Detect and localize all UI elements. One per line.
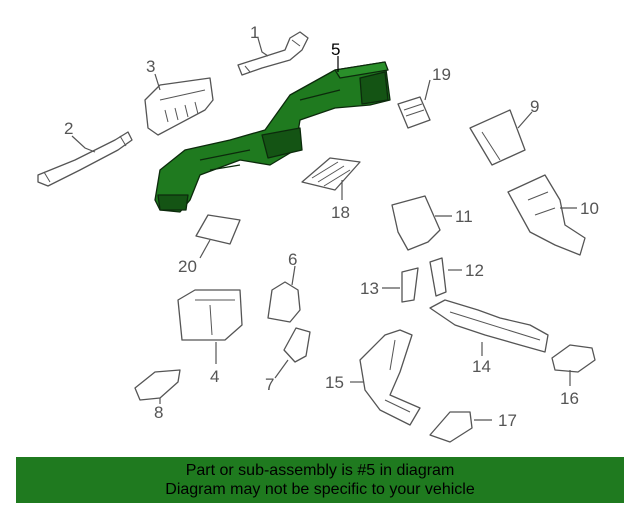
parts-diagram: 1 3 2 5 19 9 18 10 11 20 6 12 13 4 7 14 …	[37, 23, 599, 443]
part-4-housing[interactable]	[177, 289, 243, 341]
info-banner: Part or sub-assembly is #5 in diagram Di…	[16, 457, 624, 503]
callout-10: 10	[580, 199, 599, 218]
callout-12: 12	[465, 261, 484, 280]
part-6-connector[interactable]	[267, 281, 301, 323]
part-5-main-duct[interactable]	[154, 61, 391, 213]
part-8-bracket[interactable]	[134, 369, 181, 401]
callout-19: 19	[432, 65, 451, 84]
banner-line-1: Part or sub-assembly is #5 in diagram	[185, 462, 455, 479]
part-13-duct[interactable]	[401, 267, 419, 303]
callout-11: 11	[455, 207, 473, 226]
callout-9: 9	[530, 97, 539, 116]
callout-5: 5	[331, 40, 340, 59]
part-7-elbow[interactable]	[283, 327, 311, 363]
leader-lines	[71, 37, 577, 421]
callout-4: 4	[210, 367, 219, 386]
callout-8: 8	[154, 403, 163, 422]
callout-7: 7	[265, 375, 274, 394]
part-9-panel[interactable]	[469, 109, 526, 166]
callout-17: 17	[498, 411, 517, 430]
callout-6: 6	[288, 250, 297, 269]
part-20-pad[interactable]	[195, 214, 241, 245]
callout-labels: 1 3 2 5 19 9 18 10 11 20 6 12 13 4 7 14 …	[64, 23, 599, 430]
part-17-outlet[interactable]	[429, 411, 473, 443]
part-15-floor-duct[interactable]	[359, 329, 421, 426]
callout-16: 16	[560, 389, 579, 408]
callout-2: 2	[64, 119, 73, 138]
banner-line-2: Diagram may not be specific to your vehi…	[165, 481, 475, 498]
part-2-side-duct[interactable]	[37, 131, 133, 187]
callout-14: 14	[472, 357, 491, 376]
part-12-duct[interactable]	[429, 257, 447, 297]
part-10-duct-assembly[interactable]	[507, 174, 586, 256]
part-3-duct-housing[interactable]	[144, 77, 214, 136]
part-18-grille[interactable]	[301, 157, 361, 191]
part-19-vent[interactable]	[397, 96, 431, 129]
callout-15: 15	[325, 373, 344, 392]
part-11-duct[interactable]	[391, 195, 441, 251]
callout-1: 1	[250, 23, 259, 42]
callout-3: 3	[146, 57, 155, 76]
part-1-duct[interactable]	[237, 31, 309, 76]
part-16-outlet[interactable]	[551, 344, 596, 373]
callout-20: 20	[178, 257, 197, 276]
callout-18: 18	[331, 203, 350, 222]
callout-13: 13	[360, 279, 379, 298]
part-14-long-duct[interactable]	[429, 299, 549, 353]
